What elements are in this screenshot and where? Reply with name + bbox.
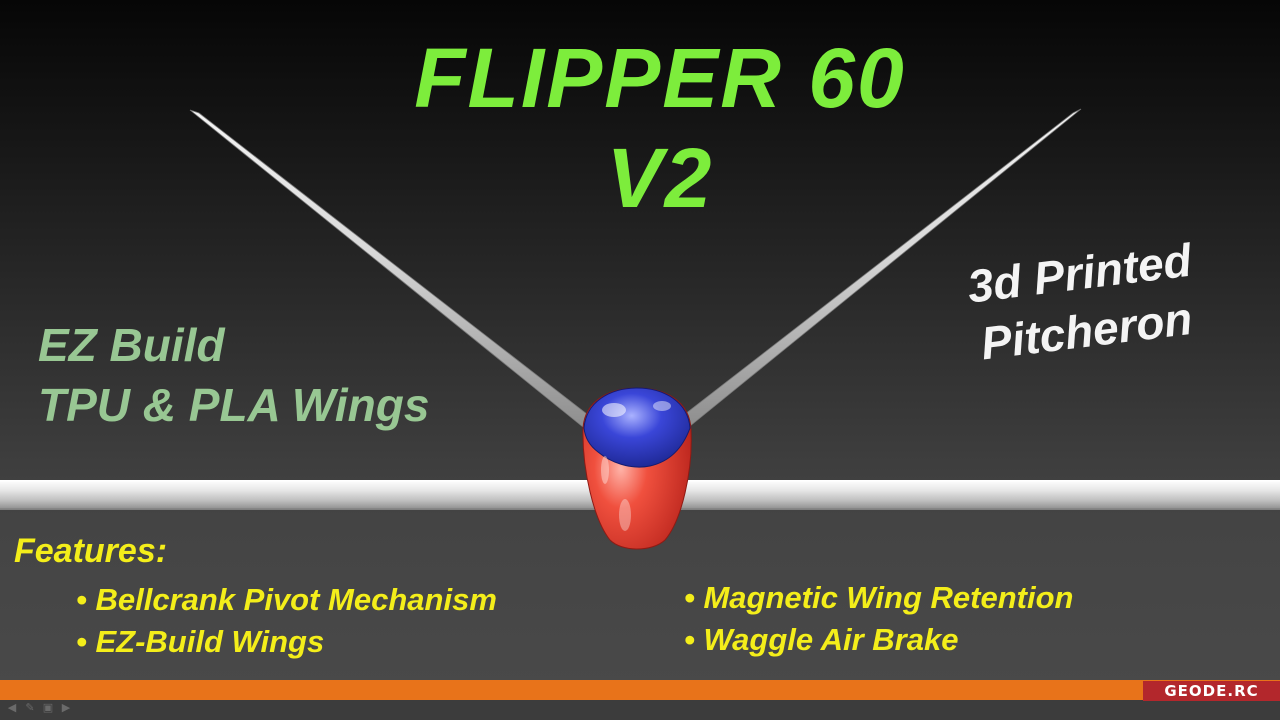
orange-footer-bar [0,680,1280,700]
left-caption-line-1: EZ Build [38,319,225,371]
previous-icon[interactable]: ◀ [7,702,17,714]
left-caption-line-2: TPU & PLA Wings [38,379,430,431]
bottom-strip [0,700,1280,720]
features-heading: Features: [14,532,168,570]
slide-menu-icon[interactable]: ▣ [42,702,54,714]
feature-item: • Bellcrank Pivot Mechanism [76,582,497,617]
title-line-1: FLIPPER 60 [414,31,906,125]
next-icon[interactable]: ▶ [61,702,71,714]
brand-logo: GEODE.RC [1143,681,1280,701]
feature-item: • Magnetic Wing Retention [684,580,1074,615]
feature-item: • EZ-Build Wings [76,624,325,659]
slide-nav-controls: ◀ ✎ ▣ ▶ [6,702,72,714]
pen-icon[interactable]: ✎ [25,702,35,714]
title-line-2: V2 [606,131,714,225]
feature-item: • Waggle Air Brake [684,622,959,657]
